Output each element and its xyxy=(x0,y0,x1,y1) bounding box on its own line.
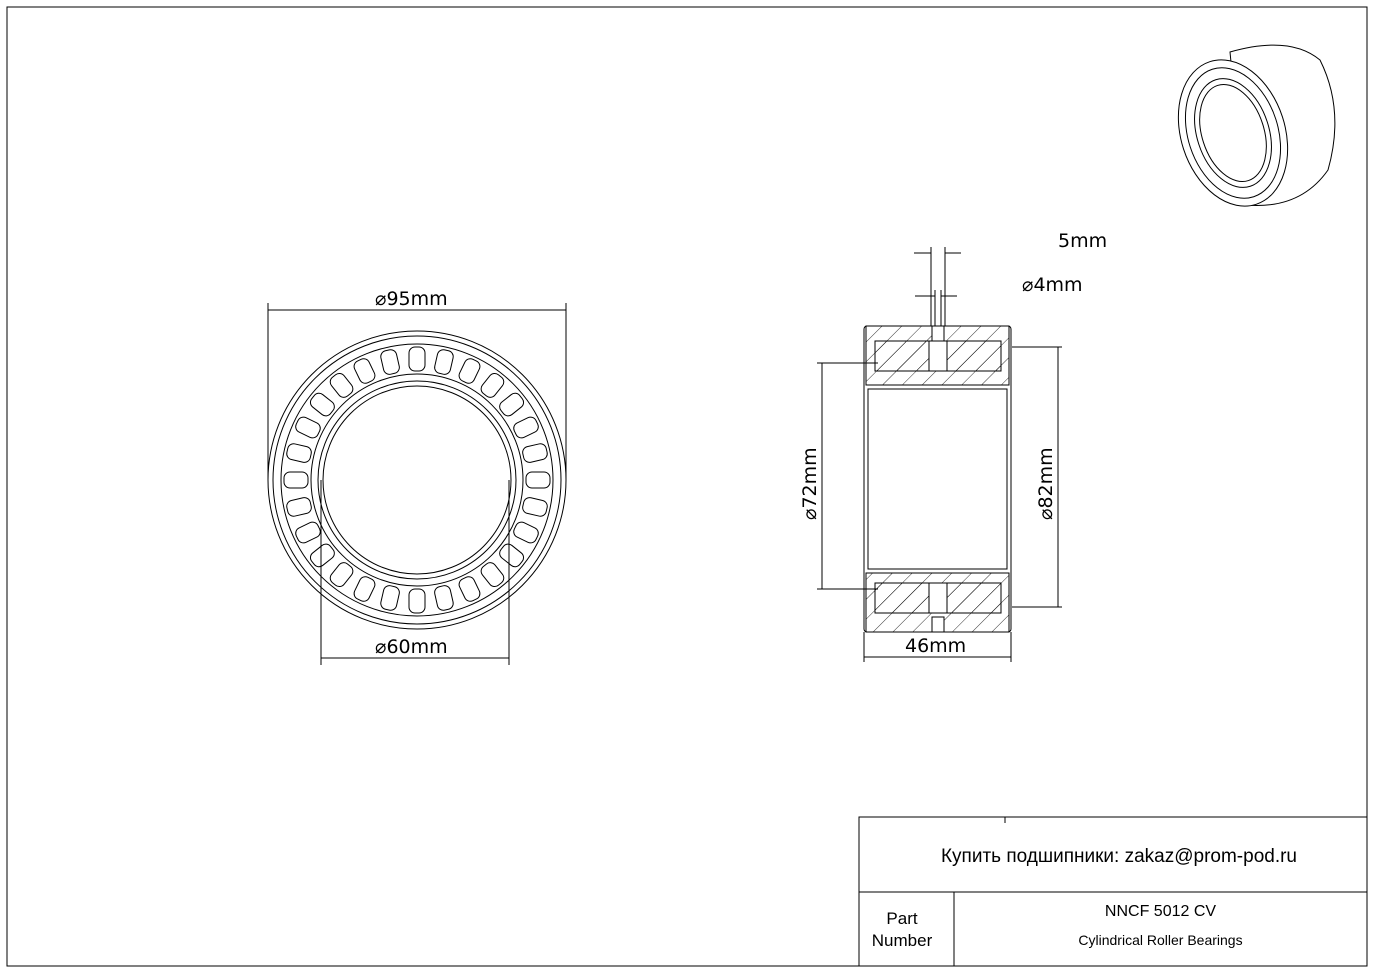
roller xyxy=(380,349,400,375)
roller xyxy=(525,471,551,489)
roller xyxy=(309,392,335,417)
roller xyxy=(353,358,376,384)
roller xyxy=(329,562,354,588)
part-number: NNCF 5012 CV xyxy=(1104,903,1217,920)
dim-outer-diameter: ⌀95mm xyxy=(375,288,448,310)
roller xyxy=(353,576,376,602)
roller xyxy=(513,521,539,544)
roller xyxy=(286,443,312,463)
dim-groove-width: 5mm xyxy=(1058,230,1107,252)
roller xyxy=(309,543,335,568)
front-view xyxy=(267,330,567,630)
roller xyxy=(295,416,321,439)
contact-text: Купить подшипники: zakaz@prom-pod.ru xyxy=(940,846,1298,867)
roller xyxy=(434,585,454,611)
roller xyxy=(380,585,400,611)
front-dimensions xyxy=(267,303,567,665)
roller xyxy=(295,521,321,544)
roller xyxy=(522,443,548,463)
roller xyxy=(458,576,481,602)
roller xyxy=(480,372,505,398)
dim-inner-diameter: ⌀60mm xyxy=(375,636,448,658)
roller xyxy=(408,346,426,372)
roller xyxy=(513,416,539,439)
dim-width: 46mm xyxy=(905,635,966,657)
roller xyxy=(499,392,525,417)
dim-hole-diameter: ⌀4mm xyxy=(1022,274,1083,296)
roller xyxy=(408,588,426,614)
sheet-border xyxy=(6,6,1368,967)
roller xyxy=(480,562,505,588)
roller xyxy=(522,497,548,517)
dim-72: ⌀72mm xyxy=(799,447,821,520)
title-block xyxy=(858,816,1368,967)
roller xyxy=(499,543,525,568)
dim-82: ⌀82mm xyxy=(1035,447,1057,520)
part-label-line2: Number xyxy=(871,931,933,950)
part-description: Cylindrical Roller Bearings xyxy=(1078,932,1243,948)
roller xyxy=(329,372,354,398)
roller xyxy=(458,358,481,384)
section-view xyxy=(817,247,1062,662)
roller xyxy=(434,349,454,375)
roller xyxy=(283,471,309,489)
part-label-line1: Part xyxy=(886,909,918,928)
isometric-view xyxy=(1177,44,1336,207)
roller xyxy=(286,497,312,517)
part-number-label: Part Number xyxy=(859,908,945,952)
